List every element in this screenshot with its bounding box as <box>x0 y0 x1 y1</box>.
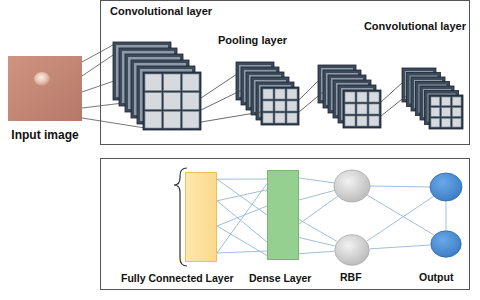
connection-line <box>367 195 434 235</box>
layer-label: Pooling layer <box>218 34 287 47</box>
connection-line <box>370 186 430 187</box>
neuron-outline <box>335 235 369 265</box>
connection-line <box>82 45 113 62</box>
grid-cell <box>369 104 379 114</box>
feature-map <box>143 72 201 130</box>
output-neuron: Output <box>430 230 462 258</box>
connection-line <box>381 96 406 116</box>
grid-cell <box>345 92 355 102</box>
dense-layer: Dense Layer <box>267 170 299 260</box>
connection-line <box>299 80 319 100</box>
layer-label: Convolutional layer <box>110 5 212 18</box>
panel-border <box>101 1 470 145</box>
grid-cell <box>357 92 367 102</box>
layer-name: Fully Connected Layer <box>121 272 234 284</box>
grid-cell <box>164 93 181 110</box>
layer-name: Dense Layer <box>249 272 311 284</box>
feature-map <box>261 87 299 125</box>
connection-line <box>299 196 338 224</box>
feature-map-stack <box>113 42 201 130</box>
grid-cell <box>442 97 451 106</box>
grid-cell <box>431 97 440 106</box>
feature-map <box>343 90 381 128</box>
connection-line <box>299 190 336 200</box>
feature-map-stack <box>318 65 381 128</box>
connection-line <box>367 196 434 241</box>
grid-cell <box>182 111 199 128</box>
grid-cell <box>442 108 451 117</box>
layer-name: RBF <box>340 271 362 283</box>
connection-line <box>370 245 430 249</box>
connection-line <box>201 74 237 98</box>
connection-line <box>217 179 267 256</box>
grid-cell <box>452 108 461 117</box>
grid-cell <box>263 89 273 99</box>
grid-cell <box>145 93 162 110</box>
feature-maps <box>113 42 463 130</box>
grid-cell <box>145 74 162 91</box>
neuron-shape <box>334 234 370 266</box>
grid-cell <box>357 116 367 126</box>
input-photo <box>8 56 82 121</box>
grid-cell <box>369 116 379 126</box>
grid-cell <box>287 89 297 99</box>
bar-shading <box>186 173 216 261</box>
layer-name: Output <box>419 271 453 283</box>
grid-cell <box>263 101 273 111</box>
grid-cell <box>357 104 367 114</box>
grid-cell <box>182 93 199 110</box>
grid-cell <box>369 92 379 102</box>
connection-line <box>299 220 337 254</box>
panel-border <box>101 159 470 290</box>
grid-cell <box>275 101 285 111</box>
connection-line <box>381 82 403 102</box>
grid-cell <box>263 113 273 123</box>
grid-cell <box>345 116 355 126</box>
output-neuron <box>430 173 462 201</box>
feature-map-stack <box>236 62 299 125</box>
grid-cell <box>164 111 181 128</box>
layer-label: Convolutional layer <box>364 20 466 33</box>
connection-line <box>446 201 447 230</box>
connection-line <box>201 112 261 122</box>
feature-map <box>429 95 463 129</box>
rbf-neuron: RBF <box>334 234 370 266</box>
grid-cell <box>182 74 199 91</box>
connection-line <box>299 178 335 183</box>
skin-lesion <box>34 72 50 86</box>
grid-cell <box>164 74 181 91</box>
grid-cell <box>345 104 355 114</box>
connection-line <box>299 92 323 112</box>
grid-cell <box>287 113 297 123</box>
grid-cell <box>431 108 440 117</box>
rbf-neuron <box>334 170 370 202</box>
image-caption: Input image <box>11 129 78 143</box>
grid-cell <box>452 118 461 127</box>
grid-cell <box>275 89 285 99</box>
grid-cell <box>442 118 451 127</box>
stack-lines <box>201 74 406 122</box>
grid-cell <box>452 97 461 106</box>
grid-cell <box>275 113 285 123</box>
connection-line <box>82 118 145 128</box>
network-lines <box>299 178 446 241</box>
feature-map-stack <box>402 68 463 129</box>
fully-connected-layer: Fully Connected Layer <box>185 172 217 262</box>
neuron-outline <box>431 231 461 257</box>
grid-cell <box>145 111 162 128</box>
grid-cell <box>287 101 297 111</box>
grid-cell <box>431 118 440 127</box>
neuron-shape <box>430 230 462 258</box>
connection-line <box>201 90 242 110</box>
